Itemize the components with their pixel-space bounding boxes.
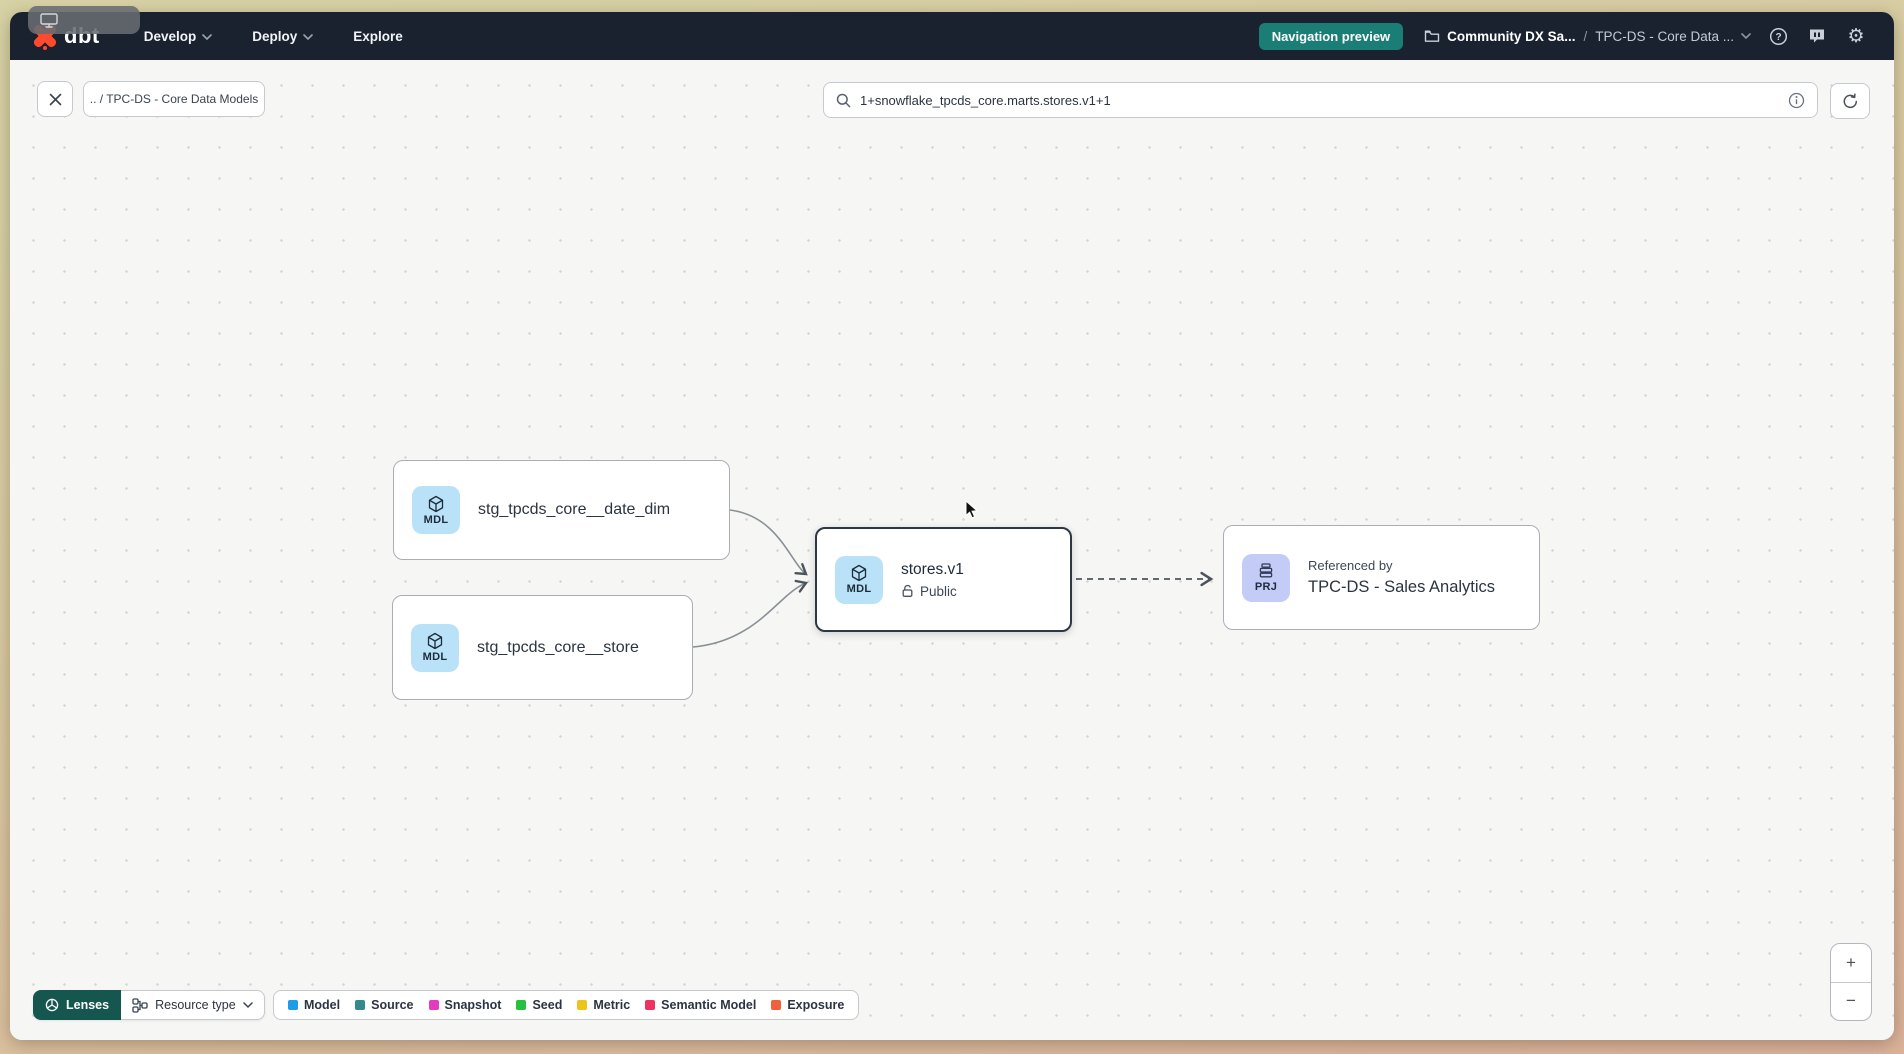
lens-aperture-icon — [45, 998, 59, 1012]
close-icon — [49, 93, 62, 106]
legend-swatch — [516, 1000, 526, 1010]
legend-swatch — [429, 1000, 439, 1010]
node-stg-tpcds-core-store[interactable]: MDL stg_tpcds_core__store — [392, 595, 693, 700]
legend-item-model: Model — [288, 998, 340, 1012]
lenses-label: Lenses — [66, 998, 109, 1012]
refresh-button[interactable] — [1830, 83, 1870, 119]
screen-share-pill — [28, 6, 140, 34]
svg-text:?: ? — [1775, 32, 1781, 43]
nav-menu-explore-label: Explore — [353, 29, 403, 44]
feedback-icon[interactable] — [1805, 24, 1829, 48]
screen-share-icon — [40, 13, 58, 28]
stacked-drawers-icon — [1257, 562, 1275, 580]
legend-item-seed: Seed — [516, 998, 562, 1012]
badge-label: MDL — [847, 583, 872, 595]
node-title: TPC-DS - Sales Analytics — [1308, 578, 1495, 597]
node-label: stg_tpcds_core__date_dim — [478, 501, 670, 519]
legend-swatch — [355, 1000, 365, 1010]
account-name: Community DX Sa... — [1447, 29, 1575, 44]
chevron-down-icon — [243, 1002, 253, 1009]
legend-item-snapshot: Snapshot — [429, 998, 502, 1012]
help-icon[interactable]: ? — [1766, 24, 1790, 48]
model-badge: MDL — [412, 486, 460, 534]
account-breadcrumb: Community DX Sa... / TPC-DS - Core Data … — [1424, 29, 1751, 44]
legend-swatch — [771, 1000, 781, 1010]
cube-icon — [426, 632, 444, 650]
lineage-breadcrumb-chip[interactable]: .. / TPC-DS - Core Data Models — [83, 81, 265, 117]
navbar-right: Navigation preview Community DX Sa... / … — [1259, 23, 1868, 50]
top-navbar: dbt Develop Deploy Explore Navigation pr… — [10, 12, 1894, 60]
lock-open-icon — [901, 584, 914, 598]
legend-item-semantic-model: Semantic Model — [645, 998, 756, 1012]
badge-label: MDL — [423, 651, 448, 663]
resource-type-dropdown[interactable]: Resource type — [121, 990, 265, 1020]
badge-label: PRJ — [1255, 581, 1277, 593]
account-selector[interactable]: Community DX Sa... — [1424, 29, 1575, 44]
lineage-search-input[interactable]: 1+snowflake_tpcds_core.marts.stores.v1+1 — [823, 82, 1818, 118]
badge-label: MDL — [424, 514, 449, 526]
chevron-down-icon — [303, 34, 313, 41]
node-stg-tpcds-core-date-dim[interactable]: MDL stg_tpcds_core__date_dim — [393, 460, 730, 560]
project-badge: PRJ — [1242, 554, 1290, 602]
cube-icon — [427, 495, 445, 513]
legend-swatch — [645, 1000, 655, 1010]
folder-icon — [1424, 29, 1440, 43]
zoom-out-button[interactable]: − — [1831, 983, 1871, 1021]
nav-menu-deploy-label: Deploy — [252, 29, 297, 44]
project-selector[interactable]: TPC-DS - Core Data ... — [1595, 29, 1751, 44]
lenses-button[interactable]: Lenses — [33, 990, 121, 1020]
project-name: TPC-DS - Core Data ... — [1595, 29, 1734, 44]
resource-type-label: Resource type — [155, 998, 236, 1012]
node-title: stores.v1 — [901, 561, 964, 579]
legend-item-metric: Metric — [577, 998, 630, 1012]
access-label: Public — [920, 584, 957, 599]
nav-menus: Develop Deploy Explore — [144, 29, 403, 44]
search-icon — [836, 93, 851, 108]
node-tpcds-sales-analytics[interactable]: PRJ Referenced by TPC-DS - Sales Analyti… — [1223, 525, 1540, 630]
resource-type-legend: Model Source Snapshot Seed Metric Semant… — [273, 990, 859, 1020]
navigation-preview-badge[interactable]: Navigation preview — [1259, 23, 1403, 50]
search-query-text: 1+snowflake_tpcds_core.marts.stores.v1+1 — [860, 93, 1779, 108]
chevron-down-icon — [202, 34, 212, 41]
legend-swatch — [288, 1000, 298, 1010]
node-stores-v1[interactable]: MDL stores.v1 Public — [815, 527, 1072, 632]
view-controls: Lenses Resource type — [33, 990, 265, 1020]
info-icon[interactable] — [1788, 92, 1805, 109]
node-label: stg_tpcds_core__store — [477, 639, 639, 657]
legend-item-exposure: Exposure — [771, 998, 844, 1012]
refresh-icon — [1842, 93, 1859, 110]
zoom-in-button[interactable]: + — [1831, 944, 1871, 983]
model-badge: MDL — [835, 556, 883, 604]
legend-item-source: Source — [355, 998, 413, 1012]
breadcrumb-separator: / — [1583, 29, 1587, 44]
model-badge: MDL — [411, 624, 459, 672]
zoom-controls: + − — [1830, 943, 1872, 1021]
access-row: Public — [901, 584, 964, 599]
legend-swatch — [577, 1000, 587, 1010]
nav-menu-deploy[interactable]: Deploy — [252, 29, 313, 44]
referenced-by-label: Referenced by — [1308, 558, 1495, 573]
chevron-down-icon — [1741, 33, 1751, 40]
close-button[interactable] — [37, 81, 73, 117]
settings-gear-icon[interactable]: ⚙ — [1844, 24, 1868, 48]
app-window: dbt Develop Deploy Explore Navigation pr… — [10, 12, 1894, 1040]
nav-menu-develop[interactable]: Develop — [144, 29, 213, 44]
nav-menu-explore[interactable]: Explore — [353, 29, 403, 44]
graph-nodes-icon — [132, 998, 148, 1013]
cube-icon — [850, 564, 868, 582]
nav-menu-develop-label: Develop — [144, 29, 197, 44]
